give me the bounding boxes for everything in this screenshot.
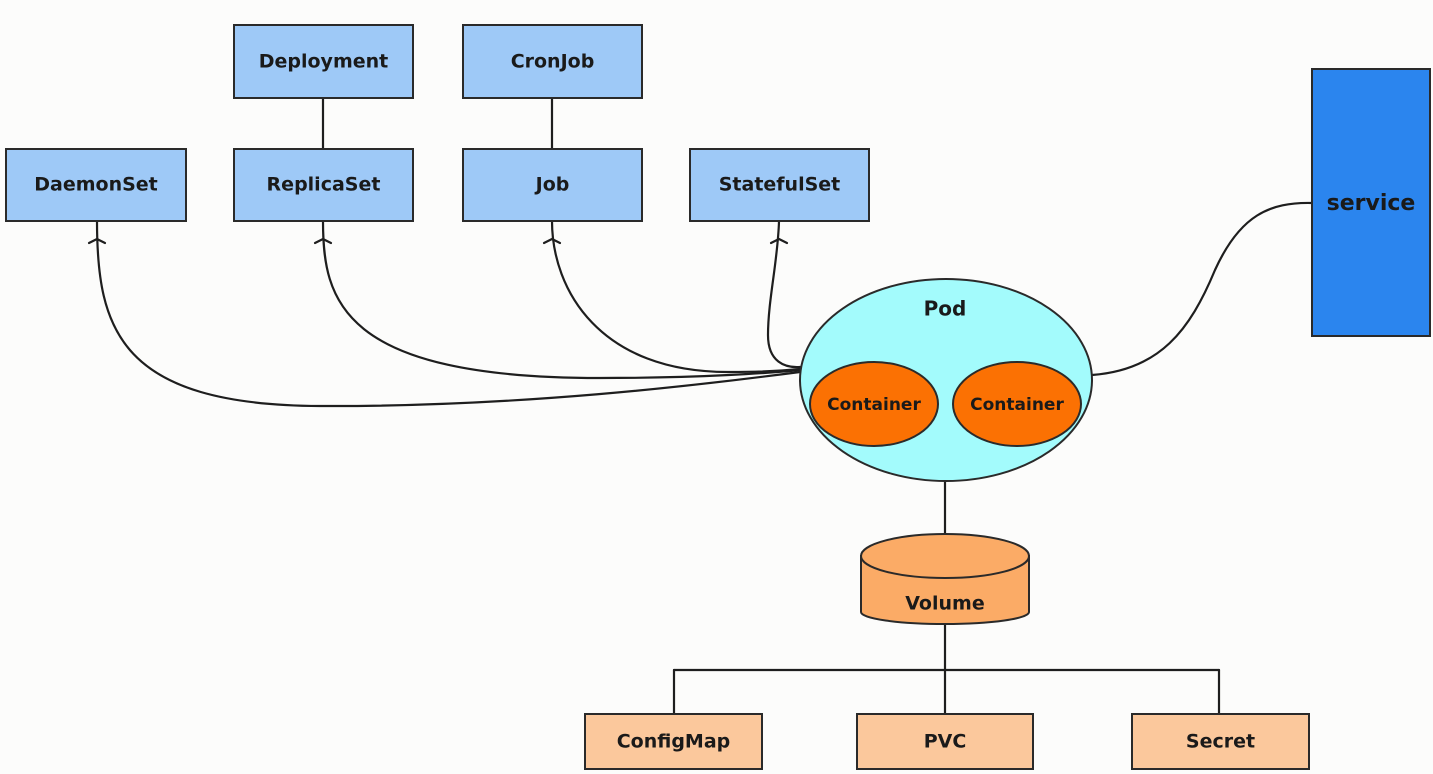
controller-box	[233, 148, 414, 222]
controller-box	[462, 24, 643, 99]
service-node: service	[1311, 68, 1431, 337]
controller-daemonset: DaemonSet	[5, 148, 187, 222]
edge-replicaset-pod	[321, 219, 802, 380]
controller-box	[5, 148, 187, 222]
controller-box	[689, 148, 870, 222]
controller-label: DaemonSet	[34, 174, 158, 196]
source-label: PVC	[924, 731, 967, 753]
controller-cronjob: CronJob	[462, 24, 643, 99]
tick-daemonset	[87, 237, 107, 245]
edge-daemonset-pod	[95, 219, 802, 408]
edge-pod-service	[1090, 201, 1314, 377]
controller-deployment: Deployment	[233, 24, 414, 99]
controller-label: CronJob	[511, 51, 595, 73]
pod-node: Pod Container Container	[799, 278, 1093, 482]
controller-label: ReplicaSet	[267, 174, 381, 196]
tick-replicaset	[313, 237, 333, 245]
edge-job-pod	[550, 219, 802, 374]
source-configmap: ConfigMap	[584, 713, 763, 770]
controller-statefulset: StatefulSet	[689, 148, 870, 222]
tick-statefulset	[769, 237, 789, 245]
service-label: service	[1327, 191, 1416, 216]
container-left: Container	[809, 361, 939, 447]
source-secret: Secret	[1131, 713, 1310, 770]
connectors	[87, 96, 1314, 716]
container-ellipse	[952, 361, 1082, 447]
container-label: Container	[970, 395, 1064, 415]
source-box	[856, 713, 1034, 770]
volume-label: Volume	[905, 593, 984, 615]
source-box	[584, 713, 763, 770]
container-ellipse	[809, 361, 939, 447]
controller-label: Deployment	[259, 51, 389, 73]
controller-job: Job	[462, 148, 643, 222]
controller-replicaset: ReplicaSet	[233, 148, 414, 222]
source-pvc: PVC	[856, 713, 1034, 770]
container-right: Container	[952, 361, 1082, 447]
controller-label: StatefulSet	[719, 174, 841, 196]
source-label: Secret	[1186, 731, 1255, 753]
controller-box	[233, 24, 414, 99]
container-label: Container	[827, 395, 921, 415]
tick-job	[542, 237, 562, 245]
source-label: ConfigMap	[617, 731, 731, 753]
source-box	[1131, 713, 1310, 770]
controller-box	[462, 148, 643, 222]
volume-cylinder-top	[860, 533, 1030, 579]
controller-label: Job	[534, 174, 570, 196]
edge-statefulset-pod	[766, 219, 802, 369]
volume-node: Volume	[860, 533, 1030, 625]
service-box	[1311, 68, 1431, 337]
pod-title: Pod	[924, 297, 967, 321]
